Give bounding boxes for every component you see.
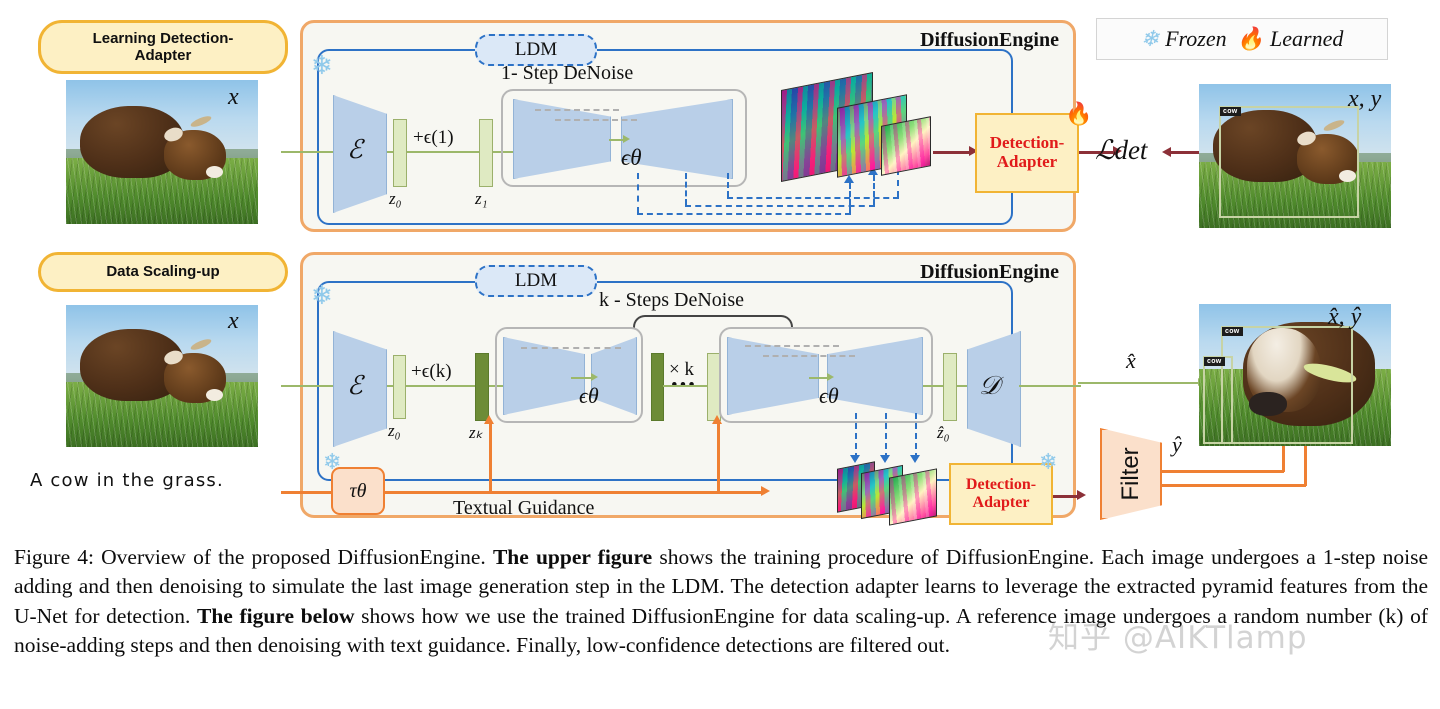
decoder-trapezoid-lower <box>967 331 1021 447</box>
panel-label-text-lower: Data Scaling-up <box>106 263 220 281</box>
flame-icon: 🔥 <box>1236 26 1265 51</box>
latent-label-zk-lower: zₖ <box>469 423 483 442</box>
panel-label-learning-detection-adapter: Learning Detection- Adapter <box>38 20 288 74</box>
unet-wrapper-upper <box>501 89 747 187</box>
bbox-tag-main-lower: cow <box>1222 327 1243 336</box>
engine-title-lower: DiffusionEngine <box>920 261 1059 283</box>
loss-label-upper: ℒdet <box>1095 135 1148 165</box>
bbox-secondary-lower <box>1203 356 1233 444</box>
encoder-symbol-lower: ℰ <box>347 371 363 400</box>
caption-bold-1: The upper figure <box>492 545 653 569</box>
ldm-label-lower: LDM <box>475 265 597 297</box>
bbox-tag-upper: cow <box>1220 107 1241 116</box>
latent-label-z1-upper: z₁ <box>475 189 488 208</box>
latent-bar-z1-upper <box>479 119 493 187</box>
bbox-tag-secondary-lower: cow <box>1204 357 1225 366</box>
input-image-upper <box>66 80 258 224</box>
generated-image-lower: cow cow <box>1199 304 1391 446</box>
input-image-lower <box>66 305 258 447</box>
legend-learned-label: Learned <box>1270 26 1344 51</box>
feature-map-small-upper <box>881 116 931 176</box>
input-var-label-lower: x <box>228 308 239 334</box>
caption-part-3: shows how we use the trained DiffusionEn… <box>14 603 1428 658</box>
feature-map-3-lower <box>889 468 937 526</box>
unet-symbol-lower-2: ϵθ <box>819 383 839 408</box>
generated-var-label-lower: x̂, ŷ <box>1328 304 1362 330</box>
noise-add-label-upper: +ϵ(1) <box>413 127 454 148</box>
bbox-upper <box>1219 106 1359 218</box>
ldm-label-upper: LDM <box>475 34 597 66</box>
input-var-label-upper: x <box>228 84 239 110</box>
caption-part-2: shows the training procedure of Diffusio… <box>14 545 1428 628</box>
denoise-title-upper: 1- Step DeNoise <box>501 62 634 84</box>
diffusion-engine-upper: DiffusionEngine ❄ LDM 1- Step DeNoise ℰ … <box>281 20 1122 232</box>
textual-guidance-label: Textual Guidance <box>453 497 595 519</box>
denoise-title-lower: k - Steps DeNoise <box>599 289 744 311</box>
figure-diagram: ❄ Frozen 🔥 Learned Learning Detection- A… <box>30 18 1391 526</box>
groundtruth-image-upper: cow <box>1199 84 1391 228</box>
detection-adapter-upper[interactable]: Detection- Adapter <box>975 113 1079 193</box>
diffusion-engine-lower: DiffusionEngine ❄ LDM k - Steps DeNoise … <box>281 252 1086 526</box>
groundtruth-var-label-upper: x, y <box>1348 86 1382 112</box>
latent-label-z0hat-lower: ẑ₀ <box>937 423 950 442</box>
snowflake-icon-tau: ❄ <box>323 449 342 474</box>
repeat-label: × k <box>669 359 694 380</box>
unet-wrapper-lower-1 <box>495 327 643 423</box>
legend: ❄ Frozen 🔥 Learned <box>1096 18 1388 60</box>
flame-icon-adapter-upper: 🔥 <box>1065 101 1093 126</box>
latent-bar-zk-lower <box>475 353 489 421</box>
panel-label-text: Learning Detection- Adapter <box>92 29 234 64</box>
snowflake-icon-ldm-upper: ❄ <box>311 51 333 80</box>
noise-add-label-lower: +ϵ(k) <box>411 361 452 382</box>
unet-wrapper-lower-2 <box>719 327 933 423</box>
snowflake-icon-adapter-lower: ❄ <box>1039 449 1058 474</box>
text-encoder-label: τθ <box>349 479 367 502</box>
latent-label-z0-lower: z₀ <box>388 421 401 440</box>
text-encoder-tau: τθ <box>331 467 385 515</box>
snowflake-icon: ❄ <box>1140 26 1160 51</box>
engine-title-upper: DiffusionEngine <box>920 29 1059 51</box>
encoder-symbol-upper: ℰ <box>347 135 363 164</box>
detection-adapter-label-lower: Detection- Adapter <box>965 476 1037 511</box>
latent-bar-mid-lower <box>651 353 664 421</box>
detection-adapter-lower[interactable]: Detection- Adapter <box>949 463 1053 525</box>
encoder-trapezoid-lower <box>333 331 387 447</box>
caption-bold-2: The figure below <box>197 603 355 628</box>
filter-label: Filter <box>1117 447 1144 501</box>
unet-symbol-lower-1: ϵθ <box>579 383 599 408</box>
legend-frozen-label: Frozen <box>1165 26 1227 51</box>
figure-caption: Figure 4: Overview of the proposed Diffu… <box>14 543 1428 661</box>
bbox-main-lower <box>1221 326 1353 444</box>
snowflake-icon-ldm-lower: ❄ <box>311 281 333 310</box>
unet-symbol-upper: ϵθ <box>621 145 642 170</box>
decoder-symbol-lower: 𝒟 <box>979 371 1000 400</box>
yhat-label: ŷ <box>1172 432 1182 457</box>
latent-label-z0-upper: z₀ <box>389 189 402 208</box>
panel-label-data-scaling-up: Data Scaling-up <box>38 252 288 292</box>
detection-adapter-label-upper: Detection- Adapter <box>989 133 1065 171</box>
latent-bar-z0hat-lower <box>943 353 957 421</box>
xhat-label: x̂ <box>1126 348 1136 373</box>
caption-part-1: Figure 4: Overview of the proposed Diffu… <box>14 545 493 569</box>
latent-bar-z0-upper <box>393 119 407 187</box>
latent-bar-z0-lower <box>393 355 406 419</box>
text-prompt: A cow in the grass. <box>30 470 224 491</box>
